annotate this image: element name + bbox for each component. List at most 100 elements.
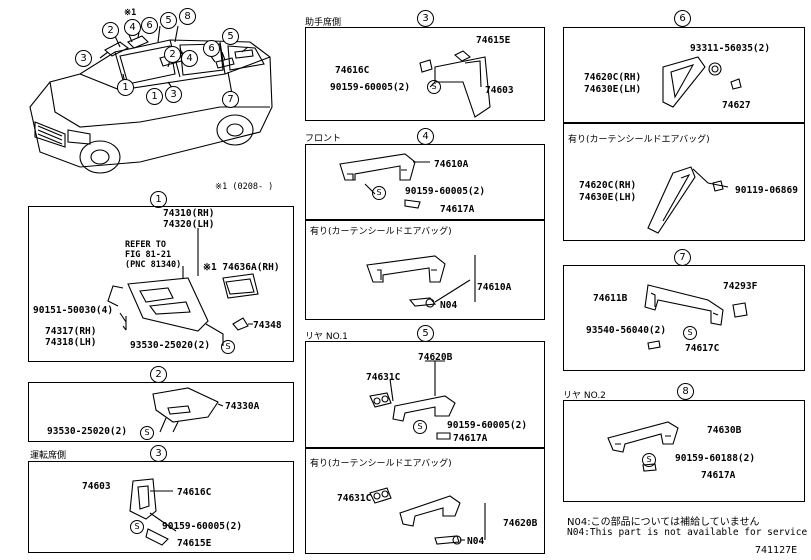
part-74610A-c: 74610A: [477, 282, 512, 293]
panel-5: [305, 341, 545, 448]
panel-3d-number: 3: [150, 445, 167, 462]
n04-p4c: N04: [440, 300, 458, 311]
handle-curtain-drawing: [647, 166, 729, 234]
part-74611B: 74611B: [593, 293, 628, 304]
callout-6b: 6: [203, 40, 220, 57]
part-74620C: 74620C(RH): [584, 72, 642, 83]
s-mark: S: [372, 186, 386, 200]
panel-5-title: リヤ NO.1: [305, 332, 348, 342]
part-74610A: 74610A: [434, 159, 469, 170]
s-mark: S: [427, 80, 441, 94]
s-mark: S: [413, 420, 427, 434]
panel-7-number: 7: [674, 249, 691, 266]
vehicle-illustration: [29, 25, 273, 174]
s-mark: S: [642, 453, 656, 467]
panel-2: [28, 382, 294, 442]
grip-front-curtain-drawing: [366, 255, 476, 308]
panel-4: [305, 144, 545, 220]
panel-6: [563, 27, 805, 123]
part-74631C-c: 74631C: [337, 493, 372, 504]
callout-5b: 5: [222, 28, 239, 45]
grip-passenger-drawing: [419, 50, 491, 118]
callout-6: 6: [141, 17, 158, 34]
star-note: ※1 (0208- ): [215, 182, 274, 192]
callout-1: 1: [117, 79, 134, 96]
panel-6c-title: 有り(カーテンシールドエアバッグ): [568, 135, 710, 145]
panel-1-number: 1: [150, 191, 167, 208]
part-74620B: 74620B: [418, 352, 453, 363]
callout-2b: 2: [164, 46, 181, 63]
part-93540: 93540-56040(2): [586, 325, 667, 336]
panel-7: [563, 265, 805, 371]
part-74310: 74310(RH): [163, 208, 215, 219]
n04-p5c: N04: [467, 536, 485, 547]
grip-rear1-drawing: [369, 360, 456, 440]
grip-rear1-curtain-drawing: [369, 487, 486, 545]
part-74630E: 74630E(LH): [584, 84, 642, 95]
panel-6-number: 6: [674, 10, 691, 27]
panel-3-passenger: [305, 27, 545, 121]
refer-line3: (PNC 81340): [125, 260, 182, 270]
part-74636A: ※1 74636A(RH): [203, 262, 280, 273]
part-74348: 74348: [253, 320, 282, 331]
panel-4-number: 4: [417, 128, 434, 145]
refer-line2: FIG 81-21: [125, 250, 172, 260]
part-74630B: 74630B: [707, 425, 742, 436]
part-90159-d: 90159-60005(2): [162, 521, 243, 532]
panel-5c-title: 有り(カーテンシールドエアバッグ): [310, 459, 452, 469]
part-90159-p8: 90159-60188(2): [675, 453, 756, 464]
note-jp: N04:この部品については補給していません: [567, 517, 760, 528]
part-74603-d: 74603: [82, 481, 111, 492]
part-74620B-c: 74620B: [503, 518, 538, 529]
part-74615E-p: 74615E: [476, 35, 511, 46]
part-74617C: 74617C: [685, 343, 720, 354]
part-74330A: 74330A: [225, 401, 260, 412]
grip-driver-drawing: [129, 478, 177, 546]
part-74615E-d: 74615E: [177, 538, 212, 549]
callout-4: 4: [124, 19, 141, 36]
part-90159-p: 90159-60005(2): [330, 82, 411, 93]
panel-8-title: リヤ NO.2: [563, 391, 606, 401]
part-93530-p1: 93530-25020(2): [130, 340, 211, 351]
callout-1b: 1: [146, 88, 163, 105]
panel-5-curtain: [305, 448, 545, 554]
part-74617A-p8: 74617A: [701, 470, 736, 481]
s-mark: S: [683, 326, 697, 340]
callout-star: ※1: [124, 8, 137, 18]
panel-3p-number: 3: [417, 10, 434, 27]
callout-3b: 3: [165, 86, 182, 103]
s-mark: S: [140, 426, 154, 440]
panel-3p-title: 助手席側: [305, 18, 342, 28]
sheet-code: 741127E: [755, 545, 798, 556]
part-90159-p4: 90159-60005(2): [405, 186, 486, 197]
panel-8-number: 8: [677, 383, 694, 400]
panel-2-number: 2: [150, 366, 167, 383]
callout-2: 2: [102, 22, 119, 39]
note-en: N04:This part is not available for servi…: [567, 527, 808, 538]
panel-4c-title: 有り(カーテンシールドエアバッグ): [310, 227, 452, 237]
grip-rear2-drawing: [607, 421, 679, 472]
sun-visor-drawing: [107, 228, 259, 346]
part-90151: 90151-50030(4): [33, 305, 114, 316]
callout-5: 5: [160, 12, 177, 29]
part-74617A-p5: 74617A: [453, 433, 488, 444]
panel-8: [563, 400, 805, 502]
panel-4-title: フロント: [305, 134, 342, 144]
part-90159-p5: 90159-60005(2): [447, 420, 528, 431]
callout-7: 7: [222, 91, 239, 108]
part-93530-p2: 93530-25020(2): [47, 426, 128, 437]
panel-6-curtain: [563, 123, 805, 241]
grip-front-drawing: [339, 153, 430, 209]
part-74627: 74627: [722, 100, 751, 111]
part-74317: 74317(RH): [45, 326, 97, 337]
handle-drawing: [662, 56, 742, 108]
panel-1: [28, 206, 294, 362]
part-90119: 90119-06869: [735, 185, 798, 196]
part-93311: 93311-56035(2): [690, 43, 771, 54]
panel-5-number: 5: [417, 325, 434, 342]
grip-rear-drawing: [644, 284, 748, 350]
part-74617A-p4: 74617A: [440, 204, 475, 215]
part-74631C: 74631C: [366, 372, 401, 383]
part-74320: 74320(LH): [163, 219, 215, 230]
panel-3d-title: 運転席側: [30, 451, 67, 461]
